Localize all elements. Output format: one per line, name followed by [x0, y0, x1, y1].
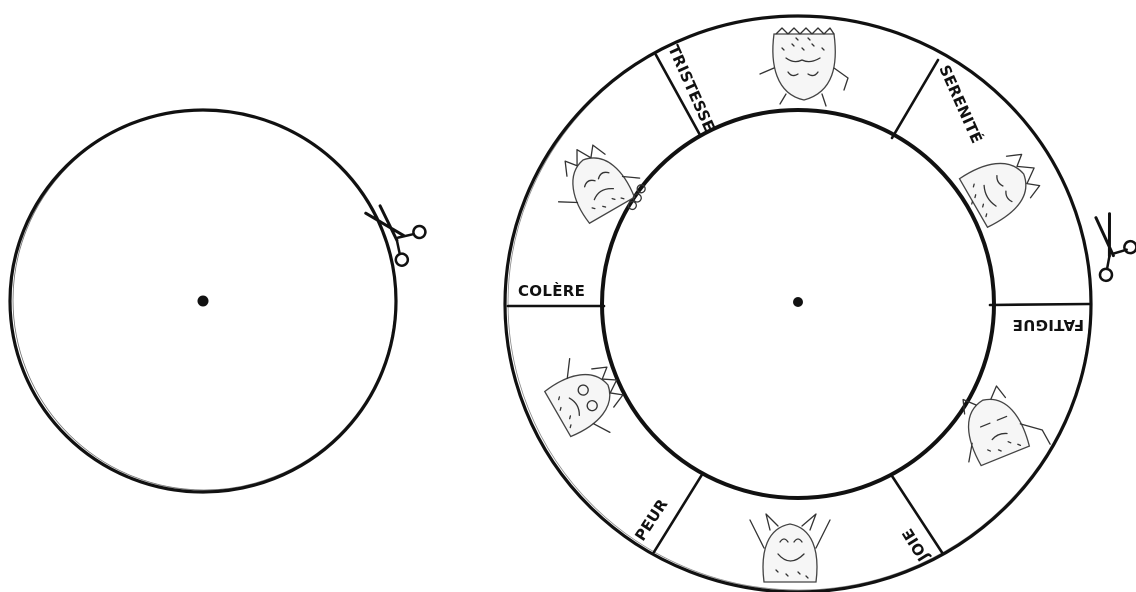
segment-label-serenite: SERENITÉ: [935, 62, 986, 146]
tired-monster-icon: [946, 376, 1050, 475]
scissors-icon: [365, 194, 434, 271]
happy-monster-icon: [750, 514, 830, 582]
scissors-icon: [1092, 211, 1136, 282]
scared-monster-icon: [537, 344, 638, 451]
cover-disc: [10, 110, 396, 492]
segment-label-peur: PEUR: [631, 496, 671, 545]
wheel-center-dot: [793, 297, 803, 307]
emotion-wheel: TRISTESSE SERENITÉ FATIGUE JOIE PEUR COL…: [505, 16, 1091, 592]
sad-monster-icon: [760, 28, 848, 106]
cover-disc-center-dot: [198, 296, 209, 307]
segment-label-fatigue: FATIGUE: [1012, 316, 1084, 334]
angry-monster-icon: [541, 130, 652, 240]
segment-label-colere: COLÈRE: [518, 281, 585, 300]
